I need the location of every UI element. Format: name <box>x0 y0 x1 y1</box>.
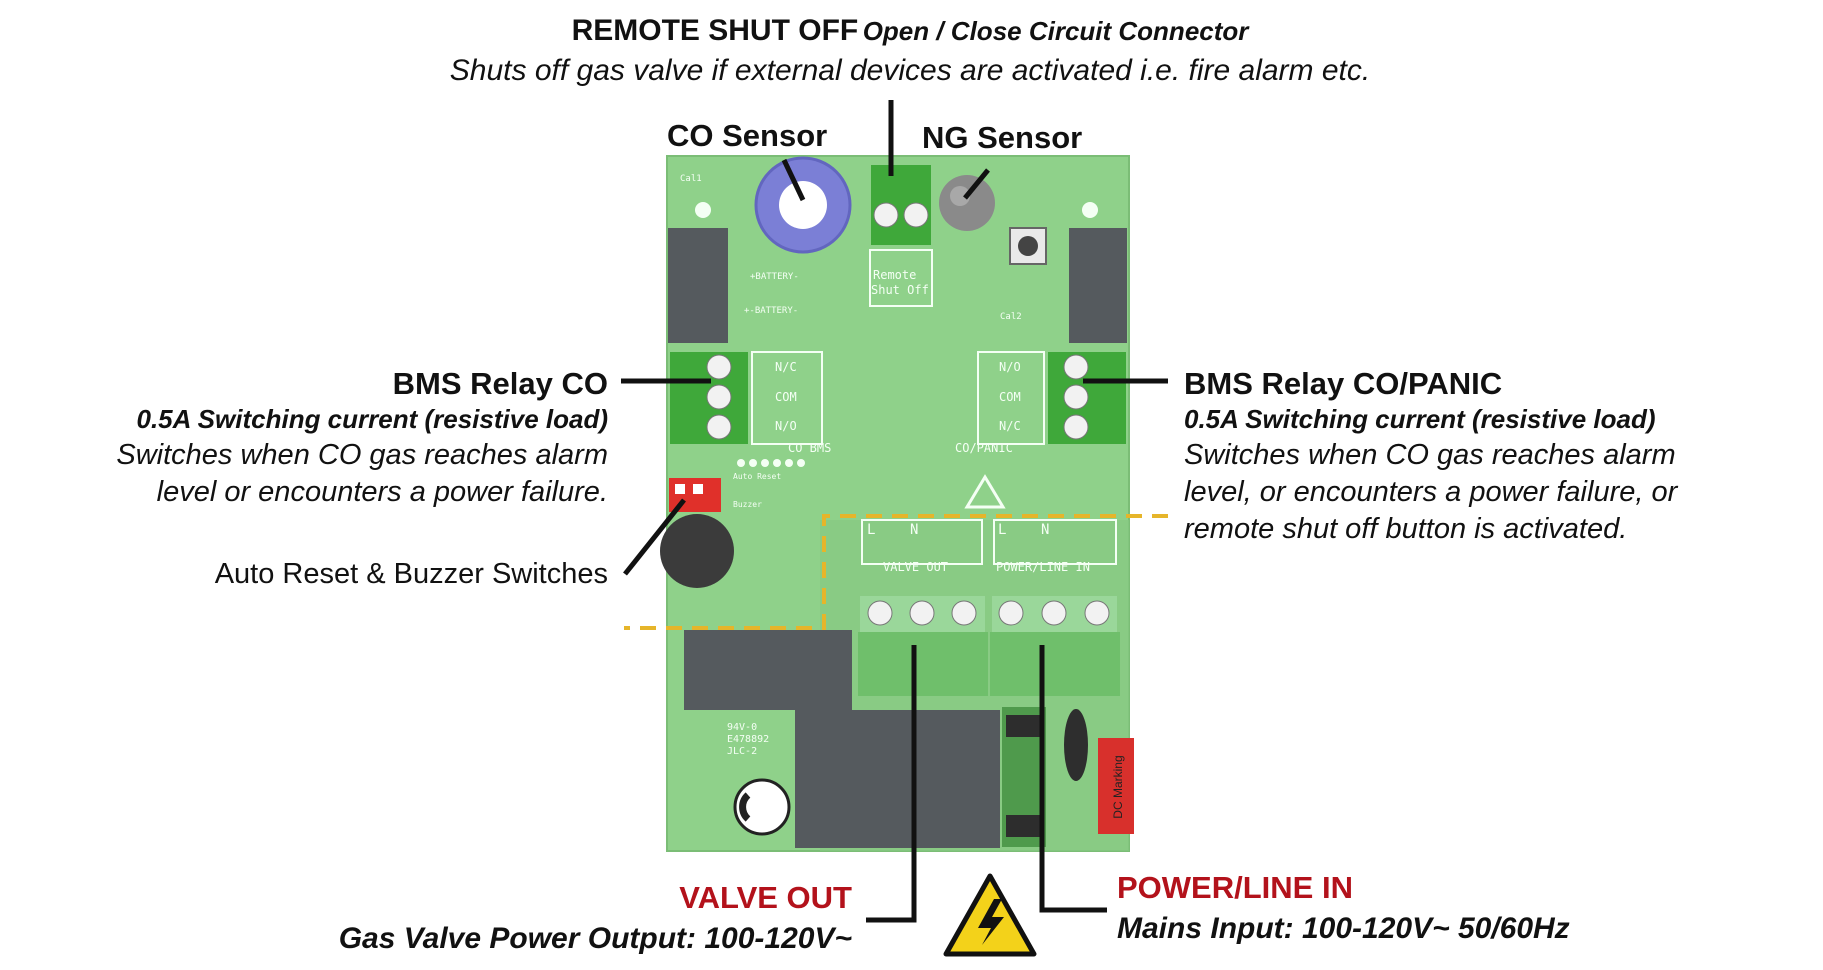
bms-co-desc-1: Switches when CO gas reaches alarm <box>116 439 608 471</box>
bms-panic-desc-1: Switches when CO gas reaches alarm <box>1184 439 1676 471</box>
warning-triangle-icon <box>943 873 1037 957</box>
relay-left <box>668 228 728 343</box>
board-warning-symbol <box>964 474 1006 509</box>
remote-shutoff-description: Shuts off gas valve if external devices … <box>449 54 1371 87</box>
bms-panic-title: BMS Relay CO/PANIC <box>1184 366 1503 401</box>
dc-marking-component <box>1098 738 1134 834</box>
switches-label: Auto Reset & Buzzer Switches <box>214 558 608 590</box>
fuse-holder <box>1002 707 1046 847</box>
valve-out-terminal <box>858 519 988 696</box>
remote-shutoff-terminal <box>869 165 933 307</box>
bms-panic-spec: 0.5A Switching current (resistive load) <box>1184 404 1656 434</box>
capacitor <box>733 778 791 836</box>
co-sensor-label: CO Sensor <box>667 118 828 153</box>
bms-co-terminal <box>670 351 823 445</box>
remote-shutoff-title: REMOTE SHUT OFF <box>571 14 859 47</box>
remote-shutoff-subtitle: Open / Close Circuit Connector <box>862 16 1249 46</box>
power-line-in-title: POWER/LINE IN <box>1117 870 1353 905</box>
transformer-main <box>795 710 1000 848</box>
bms-co-desc-2: level or encounters a power failure. <box>156 476 608 508</box>
mount-hole <box>1082 202 1098 218</box>
ng-sensor <box>939 175 995 231</box>
buzzer <box>660 514 734 588</box>
power-line-in-desc: Mains Input: 100-120V~ 50/60Hz <box>1117 912 1570 945</box>
push-button <box>1009 227 1047 265</box>
led-row <box>737 459 805 467</box>
power-line-in-terminal <box>990 519 1120 696</box>
high-voltage-zone-outline <box>624 514 1168 630</box>
leader-lines <box>621 100 1168 923</box>
bms-panic-desc-3: remote shut off button is activated. <box>1184 513 1628 545</box>
bms-panic-terminal <box>977 351 1126 445</box>
transformer-top <box>684 630 852 710</box>
relay-right <box>1069 228 1127 343</box>
varistor <box>1064 709 1088 781</box>
bms-co-spec: 0.5A Switching current (resistive load) <box>136 404 609 434</box>
mount-hole <box>695 202 711 218</box>
co-sensor <box>754 156 852 254</box>
bms-panic-desc-2: level, or encounters a power failure, or <box>1184 476 1678 508</box>
ng-sensor-label: NG Sensor <box>922 120 1083 155</box>
remote-shutoff-heading: REMOTE SHUT OFF Open / Close Circuit Con… <box>420 14 1400 48</box>
valve-out-desc: Gas Valve Power Output: 100-120V~ <box>338 922 852 955</box>
valve-out-title: VALVE OUT <box>679 880 852 915</box>
bms-co-title: BMS Relay CO <box>392 366 608 401</box>
